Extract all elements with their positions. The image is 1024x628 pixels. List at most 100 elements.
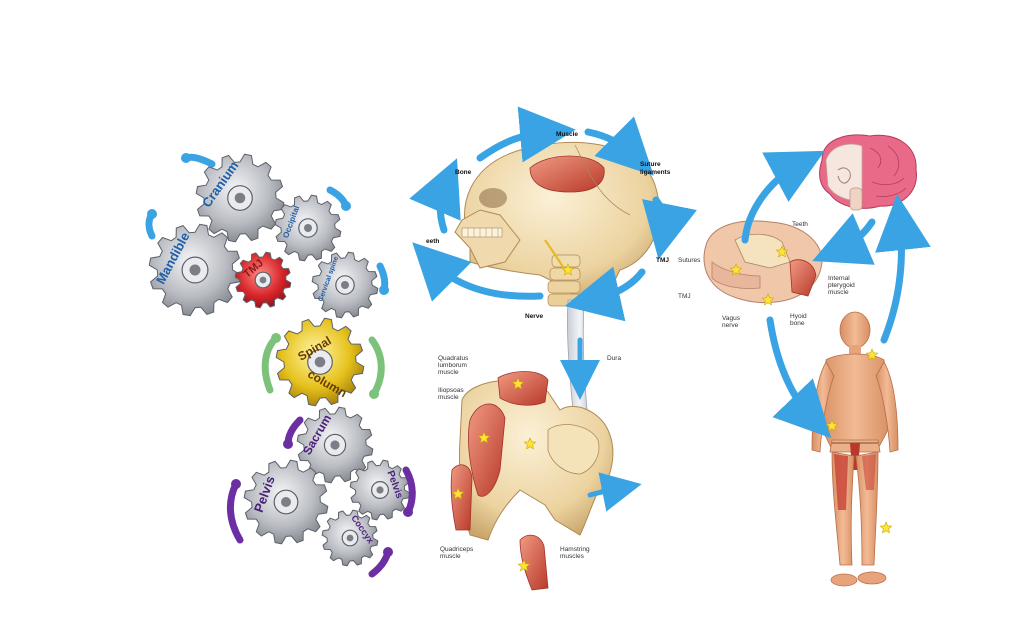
label-internal: Internal — [828, 275, 850, 282]
gear-tmj: TMJ — [234, 251, 292, 309]
arrow-icon — [741, 150, 825, 244]
arrow-tip — [283, 439, 293, 449]
gear-hole — [330, 440, 340, 450]
arrow-icon — [766, 316, 832, 439]
arrow-tip — [403, 507, 413, 517]
label-pterygoid: pterygoid — [828, 282, 855, 289]
arrow-icon — [227, 480, 244, 544]
gear-occipital: Occipital — [274, 194, 342, 262]
label-quadriceps-muscle: muscle — [440, 553, 461, 560]
label-pterygoid-muscle: muscle — [828, 289, 849, 296]
arrow-tip — [341, 201, 351, 211]
human-figure-icon — [839, 311, 871, 349]
arrow-tip — [147, 209, 157, 219]
gear-cervical-spine: Cervical spine — [311, 251, 379, 319]
gear-hole — [259, 276, 267, 284]
star-icon — [477, 431, 491, 444]
arrow-icon — [587, 472, 642, 512]
star-icon — [879, 521, 893, 534]
star-icon — [451, 487, 465, 500]
star-icon — [729, 263, 743, 276]
gear-hole — [304, 224, 312, 232]
star-icon — [761, 293, 775, 306]
gear-hole — [376, 486, 384, 494]
trigger-points — [451, 245, 893, 572]
star-icon — [561, 263, 575, 276]
gear-cranium: Cranium — [195, 153, 285, 243]
arrow-icon — [368, 336, 385, 398]
arrow-icon — [875, 194, 931, 344]
label-suture: Suture — [640, 161, 661, 168]
skull-illustration — [454, 141, 660, 441]
skull-icon — [463, 141, 660, 301]
jaw-illustration — [703, 220, 823, 304]
human-figure — [811, 311, 899, 587]
quadratus-lumborum-muscle — [497, 371, 549, 406]
gear-coccyx: Coccyx — [321, 509, 379, 567]
gear-hole — [234, 192, 246, 204]
arrow-tip — [181, 153, 191, 163]
label-teeth: eeth — [426, 238, 439, 245]
star-icon — [511, 377, 525, 390]
label-hyoid-bone: bone — [790, 320, 805, 327]
gear-hole — [341, 281, 349, 289]
label-iliopsoas: Iliopsoas — [438, 387, 464, 394]
label-dura: Dura — [607, 355, 621, 362]
arrow-icon — [642, 196, 697, 260]
label-vagus: Vagus — [722, 315, 741, 322]
pelvis-illustration — [450, 371, 614, 591]
arrow-icon — [412, 242, 544, 302]
arrow-icon — [476, 106, 576, 163]
label-jaw-tmj: TMJ — [678, 293, 691, 300]
label-hamstring-muscles: muscles — [560, 553, 585, 560]
label-quadriceps: Quadriceps — [440, 546, 474, 553]
label-quadratus: Quadratus — [438, 355, 469, 362]
arrow-tip — [383, 547, 393, 557]
star-icon — [775, 245, 789, 258]
pterygoid-muscle — [789, 259, 817, 297]
arrow-icon — [584, 116, 654, 176]
gear-hole — [346, 534, 354, 542]
pelvis-labels: Quadratus lumborum muscle Iliopsoas musc… — [438, 355, 590, 560]
label-hamstring: Hamstring — [560, 546, 590, 553]
label-hyoid: Hyoid — [790, 313, 807, 320]
arrow-tip — [379, 285, 389, 295]
star-icon — [825, 419, 839, 432]
gear-mandible: Mandible — [148, 223, 242, 317]
label-nerve: Nerve — [525, 313, 543, 320]
star-icon — [865, 348, 879, 361]
star-icon — [523, 437, 537, 450]
arrow-icon — [812, 213, 876, 265]
gear-hole — [189, 264, 201, 276]
iliopsoas-muscle — [468, 403, 506, 497]
arrow-tip — [369, 389, 379, 399]
label-quadratus-muscle: muscle — [438, 369, 459, 376]
label-bone: Bone — [455, 169, 472, 176]
arrow-icon — [261, 334, 280, 394]
skull-labels: Muscle Suture ligaments Bone eeth TMJ Ne… — [426, 131, 671, 362]
star-icon — [517, 559, 531, 572]
jaw-labels: Teeth Sutures TMJ Vagus nerve Hyoid bone… — [678, 221, 855, 329]
arrow-icon — [409, 158, 461, 234]
label-ligaments: ligaments — [640, 169, 671, 176]
gear-hole — [281, 497, 291, 507]
gear-pelvis-right: Pelvis — [349, 459, 411, 521]
cycle-arrows — [409, 106, 931, 512]
temporal-muscle — [529, 155, 605, 193]
gear-hole — [314, 356, 326, 368]
arrow-icon — [564, 266, 646, 322]
label-iliopsoas-muscle: muscle — [438, 394, 459, 401]
arrow-tip — [231, 479, 241, 489]
label-tmj: TMJ — [656, 257, 669, 264]
brain-illustration — [819, 134, 917, 211]
label-jaw-teeth: Teeth — [792, 221, 808, 228]
label-lumborum: lumborum — [438, 362, 467, 369]
quadriceps-muscle — [450, 464, 473, 531]
label-vagus-nerve: nerve — [722, 322, 739, 329]
label-muscle: Muscle — [556, 131, 578, 138]
arrow-tip — [271, 333, 281, 343]
gear-pelvis-left: Pelvis — [243, 459, 329, 545]
hamstring-muscle — [519, 534, 549, 591]
gear-sacrum: Sacrum — [296, 406, 374, 484]
